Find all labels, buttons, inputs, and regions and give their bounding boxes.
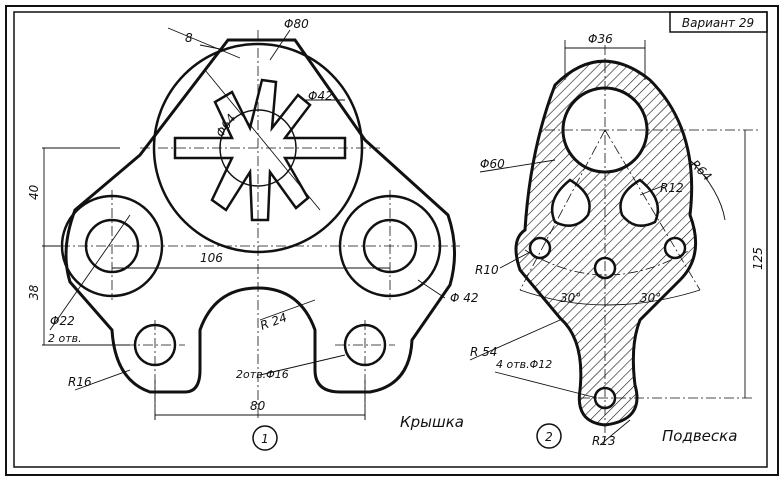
part1-centerlines [60,30,460,420]
part2-dim-r12: R12 [660,181,684,195]
part1-star-slot [173,78,347,222]
part1-number: 1 [261,432,269,446]
part1-caption: Крышка [400,413,464,431]
part2-dim-a30-right: 30° [640,291,661,305]
part2-dim-r13: R13 [592,434,616,448]
part1-dim-r24: R 24 [258,310,289,333]
part2-dim-d36: Φ36 [588,32,613,46]
part2-dimension-lines [469,40,746,446]
part2-dim-h125: 125 [751,247,765,270]
part1-dim-d42-inner: Φ42 [308,89,333,103]
part1-dim-holes2: 2 отв. [48,332,82,345]
part2-dim-holes4d12: 4 отв.Φ12 [496,358,552,371]
part2-dim-r10: R10 [475,263,499,277]
part1-dimension-lines [42,27,446,420]
part2-number: 2 [545,430,553,444]
part1-outline [64,38,457,394]
part2-dim-d60: Φ60 [480,157,505,171]
outer-frame [5,5,779,476]
part2-outline [514,59,698,427]
part1-dim-h40: 40 [27,184,41,200]
part1-dim-holes2d16: 2отв.Φ16 [236,368,289,381]
part1-dim-w106: 106 [200,251,223,265]
part2-dim-a30-left: 30° [560,291,581,305]
part2-number-circle [536,423,562,449]
part2-centerlines [519,45,760,440]
variant-box [669,11,768,33]
part1-number-circle [252,425,278,451]
part1-dim-h38: 38 [27,284,41,300]
inner-frame [13,11,768,468]
part1-dim-d64: Φ64 [213,111,239,139]
part1-dim-d80: Φ80 [284,17,309,31]
part2-right-hole [663,236,687,260]
part2-left-recess [550,178,591,227]
part2-dim-r54: R 54 [470,345,497,359]
part1-dim-w80: 80 [250,399,266,413]
part1-dim-d22: Φ22 [50,314,75,328]
part2-caption: Подвеска [662,427,737,445]
part1-dim-w8: 8 [185,31,193,45]
part1-dim-r16: R16 [68,375,92,389]
part1-dim-d42: Φ 42 [450,291,479,305]
variant-label: Вариант 29 [682,16,754,30]
